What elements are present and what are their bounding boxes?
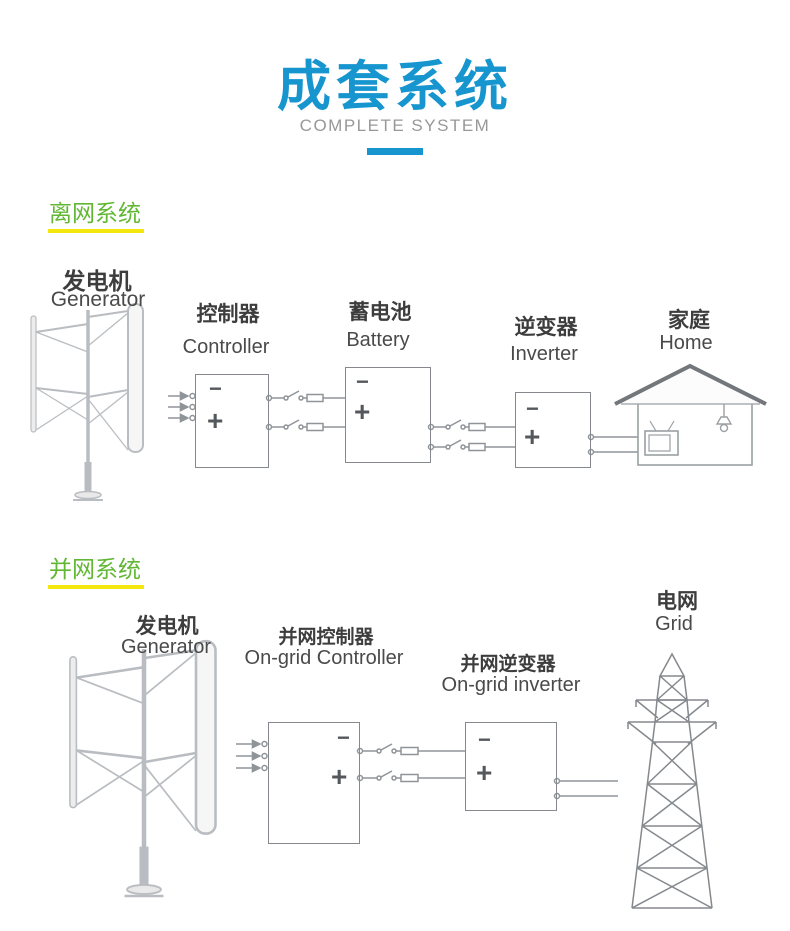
offgrid-inverter-label-en: Inverter	[510, 343, 578, 365]
ongrid-controller-label-en: On-grid Controller	[244, 647, 404, 669]
plus-sign: +	[354, 396, 371, 427]
accent-bar	[367, 148, 423, 155]
minus-sign: −	[209, 376, 222, 401]
ongrid-inverter-label-en: On-grid inverter	[441, 674, 581, 696]
ongrid-generator-label-zh: 发电机	[135, 615, 199, 638]
plus-sign: +	[331, 761, 348, 792]
minus-sign: −	[337, 725, 350, 750]
offgrid-generator-label-en: Generator	[50, 288, 146, 311]
ongrid-controller-label-zh: 并网控制器	[278, 627, 374, 648]
offgrid-battery-box: − +	[345, 367, 431, 463]
lamp-icon	[715, 404, 733, 433]
page-subtitle: COMPLETE SYSTEM	[299, 116, 491, 135]
offgrid-controller-label-zh: 控制器	[196, 303, 260, 326]
offgrid-inverter-box: − +	[515, 392, 591, 468]
transmission-tower-icon	[627, 652, 717, 909]
ongrid-inverter-box: − +	[465, 722, 557, 811]
minus-sign: −	[526, 396, 539, 421]
wind-turbine-icon	[70, 641, 216, 896]
page-title: 成套系统	[277, 57, 513, 117]
plus-sign: +	[476, 757, 493, 788]
plus-sign: +	[207, 405, 224, 436]
offgrid-generator-label-zh: 发电机	[62, 268, 132, 294]
minus-sign: −	[478, 727, 491, 752]
ongrid-inverter-label-zh: 并网逆变器	[460, 654, 556, 675]
ongrid-controller-box: − +	[268, 722, 360, 844]
ongrid-grid-label-en: Grid	[655, 613, 693, 635]
minus-sign: −	[356, 369, 369, 394]
ongrid-grid-label-zh: 电网	[656, 590, 698, 613]
offgrid-battery-label-en: Battery	[346, 329, 410, 351]
offgrid-battery-label-zh: 蓄电池	[348, 301, 412, 324]
plus-sign: +	[524, 421, 541, 452]
ongrid-wiring	[236, 739, 618, 800]
tv-icon	[644, 420, 679, 456]
ongrid-section-label: 并网系统	[48, 550, 144, 589]
offgrid-inverter-label-zh: 逆变器	[514, 316, 578, 339]
offgrid-controller-label-en: Controller	[182, 336, 270, 358]
offgrid-home-label-zh: 家庭	[668, 309, 710, 332]
wind-turbine-icon	[31, 304, 143, 500]
offgrid-section-label: 离网系统	[48, 194, 144, 233]
offgrid-home-label-en: Home	[659, 332, 713, 354]
ongrid-generator-label-en: Generator	[120, 636, 212, 658]
offgrid-controller-box: − +	[195, 374, 269, 468]
house-icon	[614, 363, 767, 466]
